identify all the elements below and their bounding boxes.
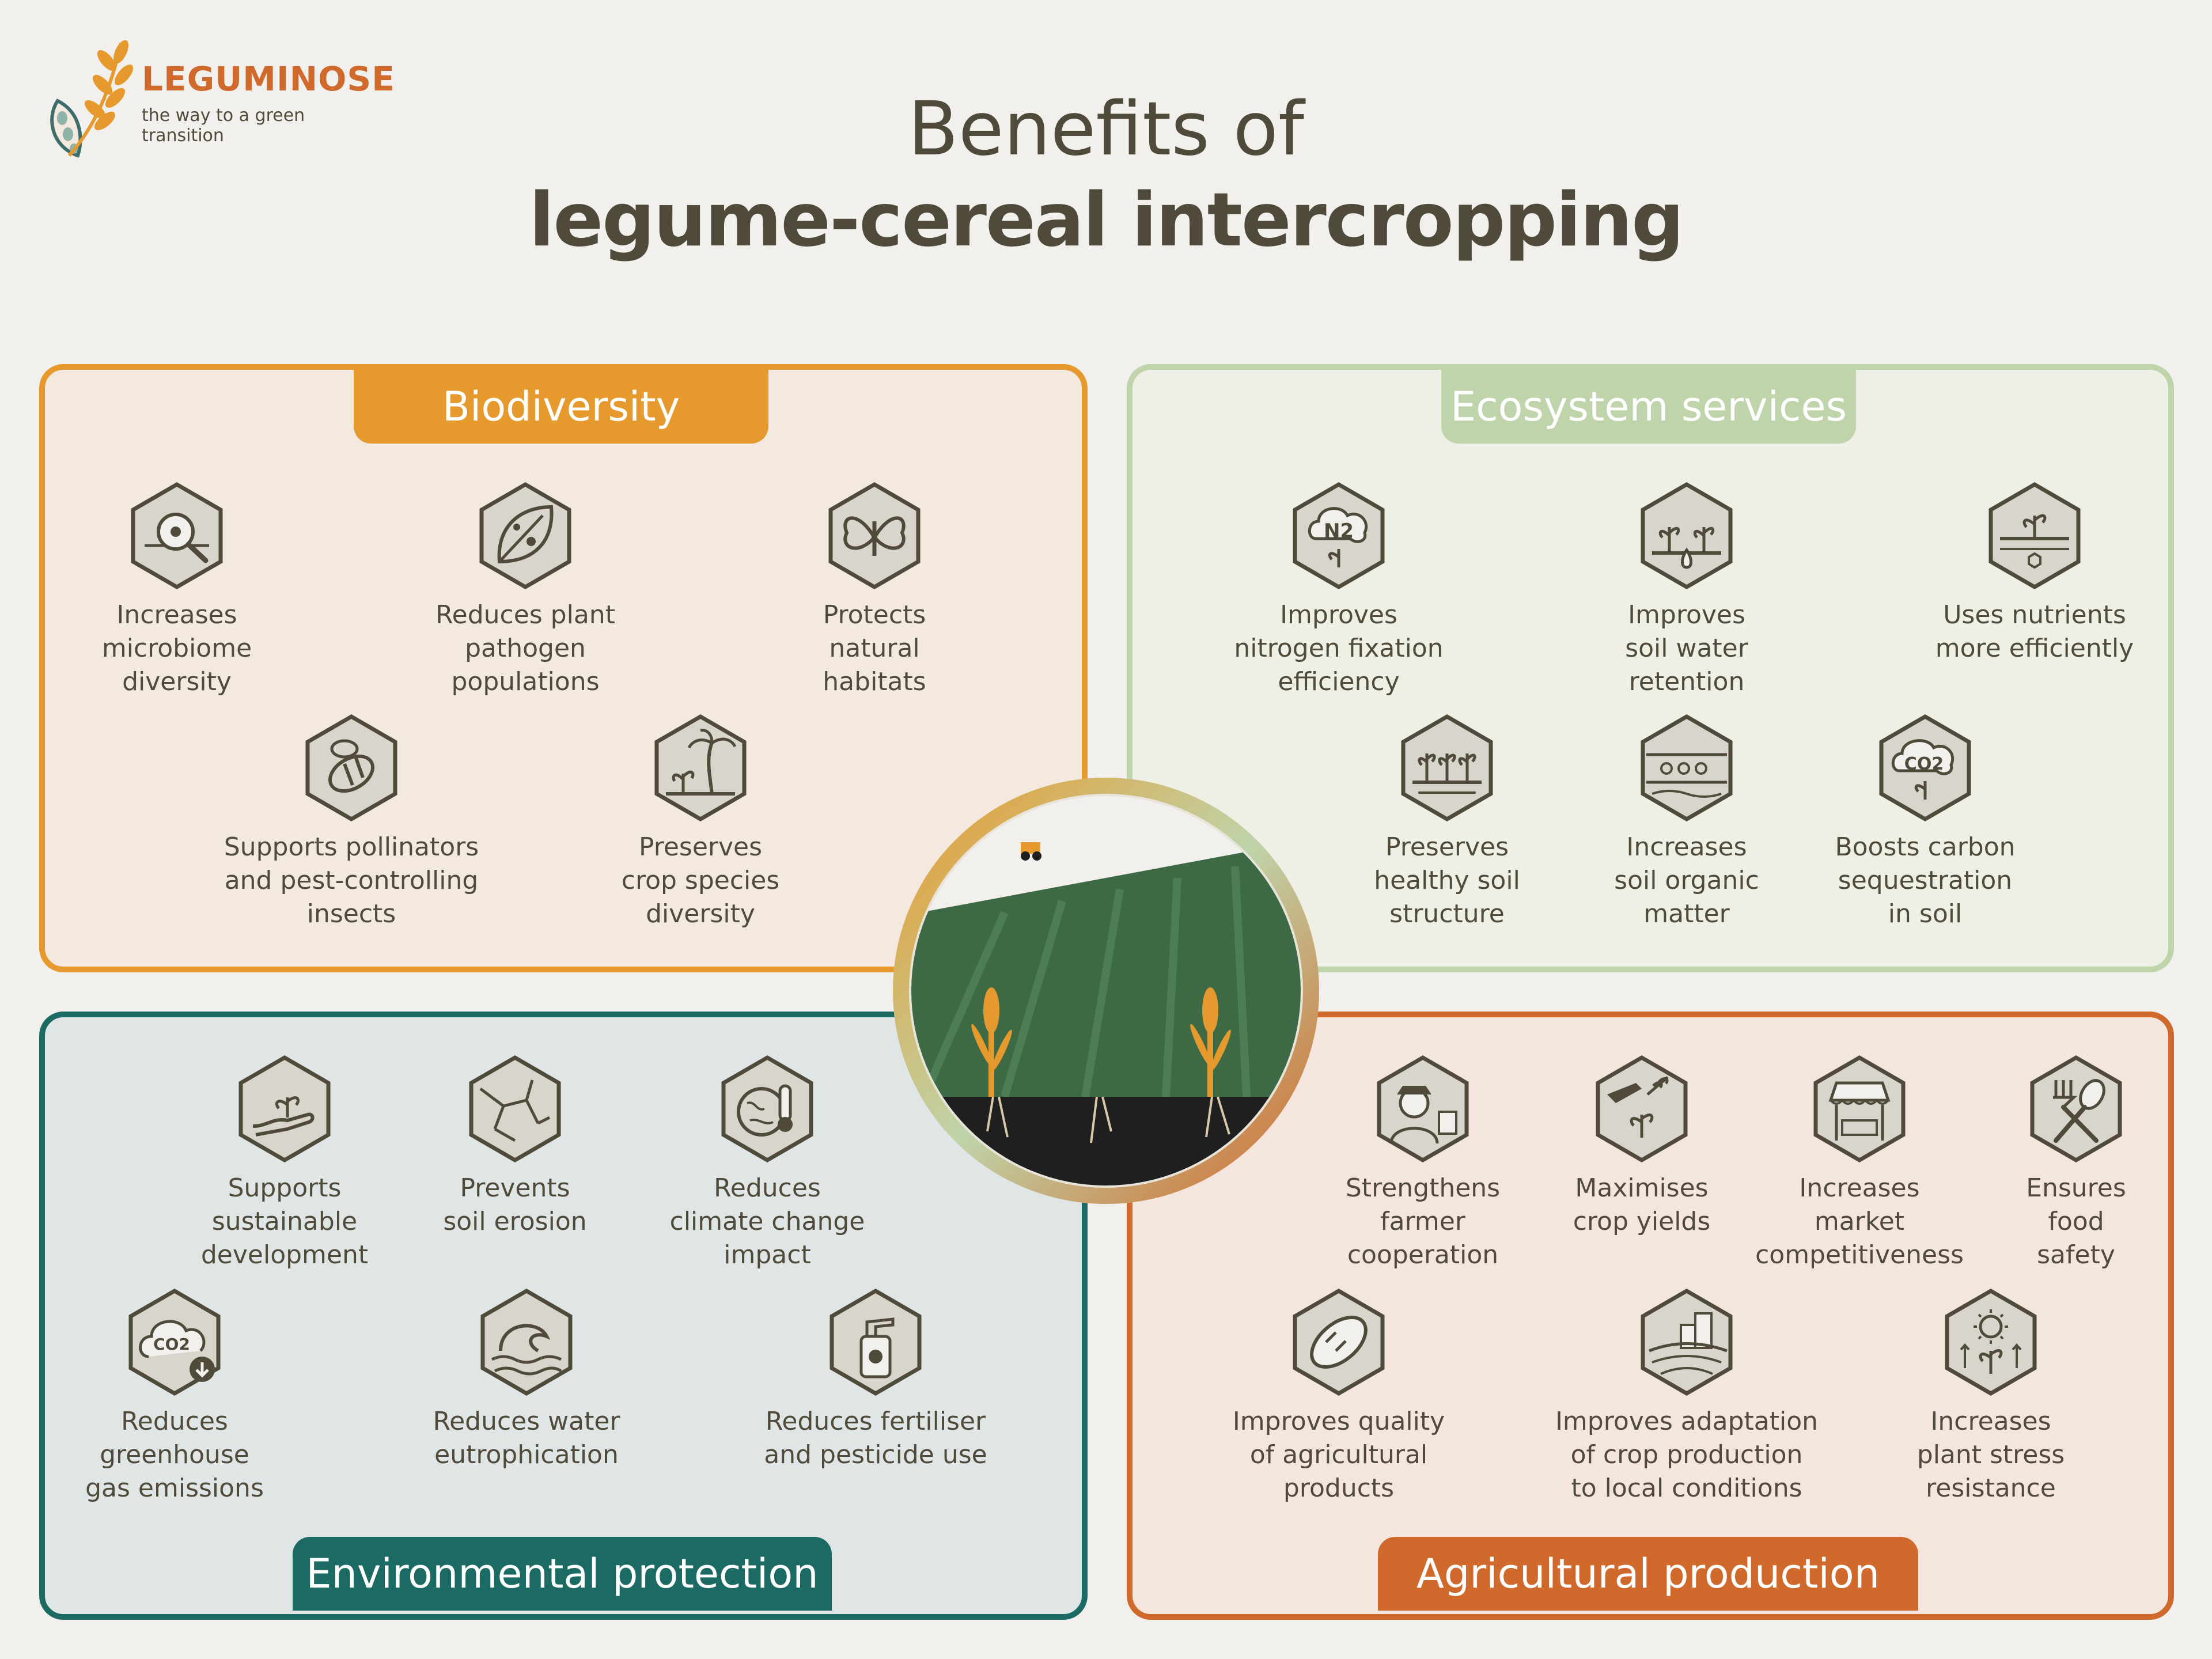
- svg-text:N2: N2: [1324, 520, 1354, 543]
- cracked-soil-icon: [469, 1055, 561, 1163]
- benefit-item: Reduces water eutrophication: [382, 1287, 671, 1472]
- benefit-item: Reduces climate change impact: [623, 1054, 911, 1272]
- benefit-label: Ensures food safety: [2026, 1173, 2126, 1270]
- benefit-item: Prevents soil erosion: [371, 1054, 659, 1238]
- benefit-item: Maximises crop yields: [1498, 1054, 1786, 1238]
- crops-soil-icon: [1401, 714, 1493, 822]
- benefit-label: Reduces climate change impact: [669, 1173, 865, 1270]
- brand-name: LEGUMINOSE: [142, 59, 395, 99]
- globe-thermometer-icon: [721, 1055, 813, 1163]
- benefit-item: Supports pollinators and pest-controllin…: [207, 713, 495, 931]
- leguminose-logo-icon: [50, 40, 134, 158]
- benefit-label: Increases soil organic matter: [1614, 832, 1759, 929]
- sun-plant-icon: [1945, 1288, 2037, 1396]
- benefit-label: Preserves crop species diversity: [621, 832, 780, 929]
- benefit-label: Improves adaptation of crop production t…: [1555, 1407, 1819, 1503]
- benefit-label: Prevents soil erosion: [443, 1173, 587, 1236]
- benefit-label: Boosts carbon sequestration in soil: [1835, 832, 2016, 929]
- benefit-item: Strengthens farmer cooperation: [1279, 1054, 1567, 1272]
- market-stall-icon: [1813, 1055, 1906, 1163]
- panel-title-environmental-protection: Environmental protection: [293, 1537, 832, 1611]
- benefit-label: Preserves healthy soil structure: [1374, 832, 1520, 929]
- page-title-line2: legume-cereal intercropping: [529, 177, 1684, 263]
- benefit-label: Increases microbiome diversity: [101, 600, 252, 696]
- benefit-item: Preserves healthy soil structure: [1303, 713, 1591, 931]
- bread-icon: [1293, 1288, 1385, 1396]
- wave-icon: [480, 1288, 573, 1396]
- fork-spoon-icon: [2030, 1055, 2122, 1163]
- svg-text:CO2: CO2: [1904, 754, 1944, 774]
- panel-ecosystem-services: [1127, 364, 2174, 972]
- benefit-label: Supports pollinators and pest-controllin…: [224, 832, 479, 929]
- page-title-line1: Benefits of: [908, 86, 1304, 172]
- benefit-item: Ensures food safety: [1932, 1054, 2212, 1272]
- benefit-label: Improves soil water retention: [1625, 600, 1748, 696]
- panel-biodiversity: [39, 364, 1088, 972]
- palm-plants-icon: [654, 714, 747, 822]
- benefit-label: Maximises crop yields: [1573, 1173, 1711, 1236]
- benefit-item: Reduces plant pathogen populations: [381, 481, 669, 699]
- benefit-label: Uses nutrients more efficiently: [1935, 600, 2134, 663]
- intercropping-field-illustration: [893, 778, 1319, 1204]
- benefit-label: Reduces water eutrophication: [433, 1407, 620, 1469]
- landscape-city-icon: [1641, 1288, 1733, 1396]
- benefit-label: Supports sustainable development: [200, 1173, 369, 1270]
- benefit-item: Increases plant stress resistance: [1847, 1287, 2135, 1505]
- benefit-label: Reduces fertiliser and pesticide use: [764, 1407, 987, 1469]
- bee-icon: [305, 714, 397, 822]
- harvest-hand-icon: [1596, 1055, 1688, 1163]
- plant-water-icon: [1641, 482, 1733, 590]
- benefit-item: Improves soil water retention: [1543, 481, 1831, 699]
- benefit-item: CO2 Boosts carbon sequestration in soil: [1781, 713, 2069, 931]
- benefit-item: Increases microbiome diversity: [33, 481, 321, 699]
- benefit-label: Improves nitrogen fixation efficiency: [1234, 600, 1444, 696]
- benefit-label: Strengthens farmer cooperation: [1345, 1173, 1501, 1270]
- logo: LEGUMINOSE the way to a green transition: [35, 32, 395, 164]
- benefit-label: Protects natural habitats: [823, 600, 926, 696]
- benefit-label: Reduces greenhouse gas emissions: [85, 1407, 264, 1503]
- benefit-item: CO2 Reduces greenhouse gas emissions: [31, 1287, 319, 1505]
- butterfly-icon: [828, 482, 921, 590]
- farmer-icon: [1377, 1055, 1469, 1163]
- benefit-label: Increases market competitiveness: [1755, 1173, 1964, 1270]
- benefit-item: N2 Improves nitrogen fixation efficiency: [1195, 481, 1483, 699]
- sprout-nutrients-icon: [1988, 482, 2081, 590]
- benefit-label: Reduces plant pathogen populations: [435, 600, 615, 696]
- benefit-item: Improves quality of agricultural product…: [1195, 1287, 1483, 1505]
- co2-cloud-down-icon: CO2: [128, 1288, 221, 1396]
- spray-bottle-icon: [830, 1288, 922, 1396]
- microscope-icon: [131, 482, 223, 590]
- hand-sprout-icon: [238, 1055, 331, 1163]
- diseased-leaf-icon: [479, 482, 571, 590]
- benefit-item: Preserves crop species diversity: [556, 713, 844, 931]
- benefit-item: Reduces fertiliser and pesticide use: [732, 1287, 1020, 1472]
- panel-title-biodiversity: Biodiversity: [354, 370, 768, 444]
- benefit-label: Increases plant stress resistance: [1916, 1407, 2065, 1503]
- benefit-item: Improves adaptation of crop production t…: [1543, 1287, 1831, 1505]
- svg-text:CO2: CO2: [153, 1335, 190, 1354]
- benefit-item: Increases soil organic matter: [1543, 713, 1831, 931]
- benefit-item: Uses nutrients more efficiently: [1891, 481, 2179, 665]
- co2-cycle-icon: CO2: [1879, 714, 1971, 822]
- benefit-item: Increases market competitiveness: [1715, 1054, 2003, 1272]
- n2-cycle-icon: N2: [1293, 482, 1385, 590]
- panel-title-agricultural-production: Agricultural production: [1378, 1537, 1918, 1611]
- benefit-item: Supports sustainable development: [141, 1054, 429, 1272]
- brand-tagline: the way to a green transition: [142, 105, 305, 146]
- panel-title-ecosystem-services: Ecosystem services: [1441, 370, 1856, 444]
- soil-layers-icon: [1641, 714, 1733, 822]
- benefit-item: Protects natural habitats: [730, 481, 1018, 699]
- benefit-label: Improves quality of agricultural product…: [1232, 1407, 1445, 1503]
